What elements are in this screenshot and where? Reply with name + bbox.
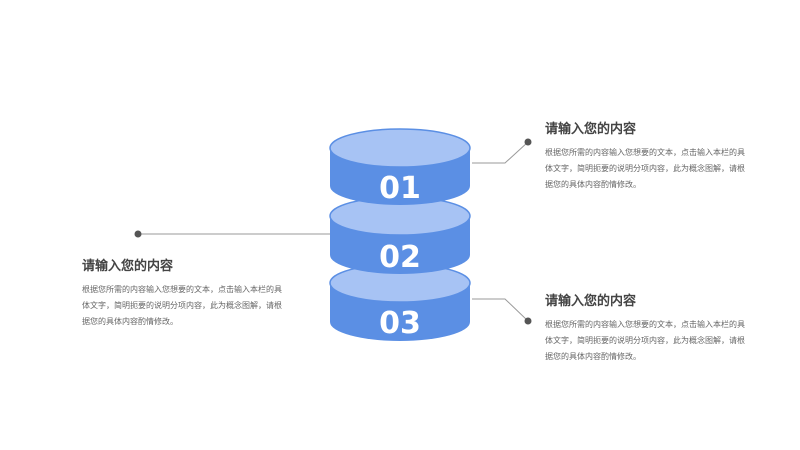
block-body-1: 根据您所需的内容输入您想要的文本，点击输入本栏的具体文字，简明扼要的说明分项内容… bbox=[545, 148, 745, 189]
connector-dot-tier-3 bbox=[524, 317, 532, 325]
text-block-3: 请输入您的内容 根据您所需的内容输入您想要的文本，点击输入本栏的具体文字，简明扼… bbox=[545, 293, 745, 365]
block-title-1: 请输入您的内容 bbox=[545, 122, 637, 137]
tier-number-1: 01 bbox=[379, 171, 421, 206]
connector-tier-3 bbox=[472, 298, 529, 322]
connector-dot-tier-2 bbox=[134, 230, 142, 238]
tier-number-2: 02 bbox=[379, 240, 421, 275]
block-title-2: 请输入您的内容 bbox=[82, 259, 174, 274]
block-title-3: 请输入您的内容 bbox=[545, 294, 637, 309]
block-body-3: 根据您所需的内容输入您想要的文本，点击输入本栏的具体文字，简明扼要的说明分项内容… bbox=[545, 320, 745, 361]
text-block-1: 请输入您的内容 根据您所需的内容输入您想要的文本，点击输入本栏的具体文字，简明扼… bbox=[545, 121, 745, 193]
connector-tier-1 bbox=[472, 141, 529, 164]
tier-number-3: 03 bbox=[379, 306, 421, 341]
cylinder-tier-1: 01 bbox=[329, 128, 471, 206]
cylinder-tier-3: 03 bbox=[329, 263, 471, 341]
connector-dot-tier-1 bbox=[524, 138, 532, 146]
cylinder-tier-2: 02 bbox=[329, 196, 471, 275]
block-body-2: 根据您所需的内容输入您想要的文本，点击输入本栏的具体文字，简明扼要的说明分项内容… bbox=[82, 285, 282, 326]
text-block-2: 请输入您的内容 根据您所需的内容输入您想要的文本，点击输入本栏的具体文字，简明扼… bbox=[82, 258, 282, 330]
